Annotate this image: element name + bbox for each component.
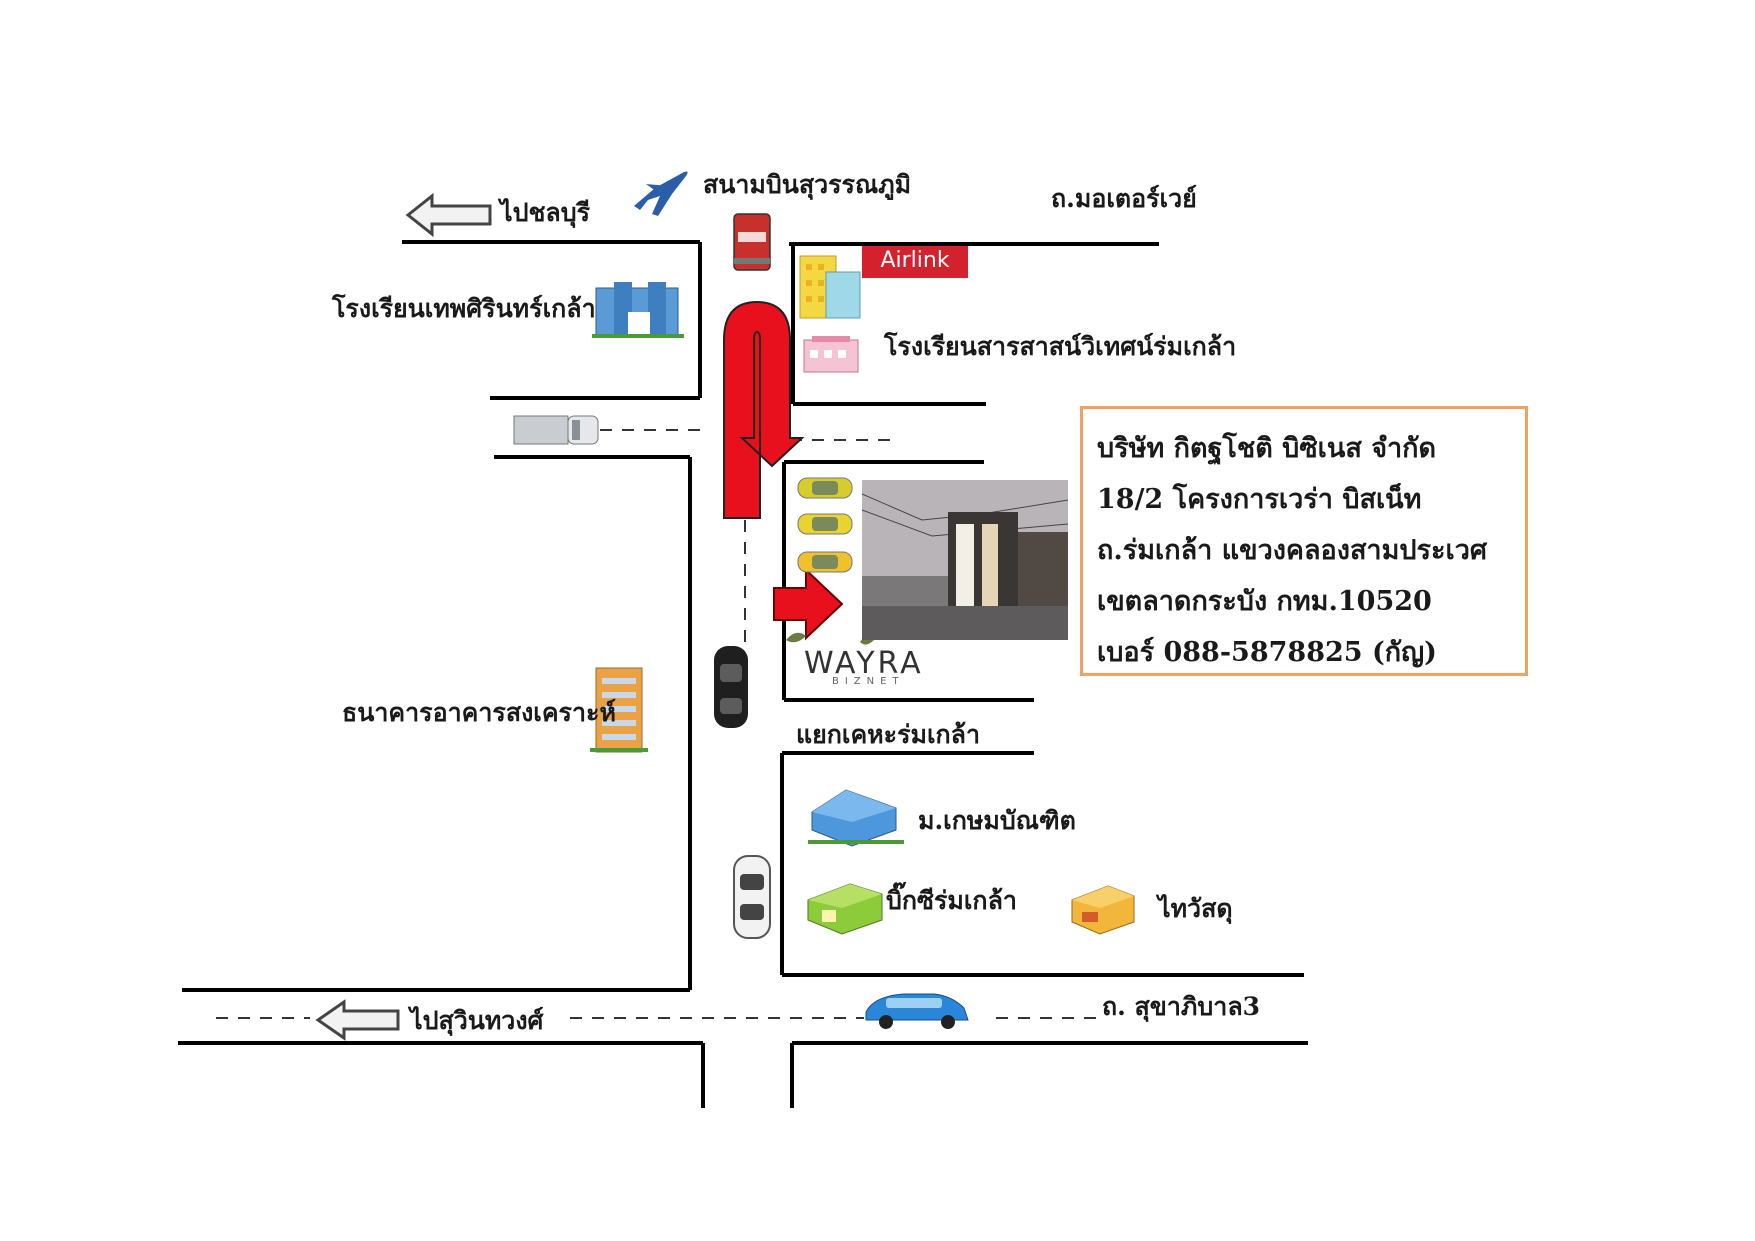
airlink-logo: Airlink: [862, 246, 968, 278]
label-motorway: ถ.มอเตอร์เวย์: [1051, 184, 1197, 213]
label-to-suwinthawong: ไปสุวินทวงศ์: [410, 1006, 544, 1035]
wayra-logo-icon: [786, 632, 874, 645]
car-icon: [865, 993, 969, 1029]
label-to-chonburi: ไปชลบุรี: [500, 198, 591, 227]
car-icon: [733, 855, 771, 939]
label-thai-watsadu: ไทวัสดุ: [1158, 894, 1233, 923]
wayra-logo-sub: BIZNET: [832, 676, 905, 687]
office-building-photo: [862, 480, 1068, 640]
store-icon: [1071, 885, 1135, 935]
building-icon: [808, 789, 904, 847]
company-phone: เบอร์ 088-5878825 (กัญ): [1097, 637, 1437, 668]
label-school-thepsirin: โรงเรียนเทพศิรินทร์เกล้า: [332, 294, 596, 323]
destination-arrow: [773, 567, 844, 641]
car-icon: [797, 513, 853, 535]
arrow-to-chonburi-icon: [405, 192, 492, 238]
road-lines: [178, 240, 1308, 1108]
arrow-to-suwinthawong-icon: [315, 999, 400, 1041]
company-info-box: บริษัท กิตฐโชติ บิซิเนส จำกัด 18/2 โครงก…: [1080, 406, 1528, 676]
company-address-2: ถ.ร่มเกล้า แขวงคลองสามประเวศ: [1097, 535, 1488, 566]
store-icon: [807, 883, 883, 935]
car-icon: [714, 646, 748, 728]
label-kasem-bundit: ม.เกษมบัณฑิต: [918, 806, 1076, 835]
label-airport: สนามบินสุวรรณภูมิ: [703, 170, 912, 199]
truck-icon: [513, 415, 599, 445]
building-icon: [799, 255, 861, 319]
route-u-turn-arrow: [723, 300, 805, 519]
label-school-sarasas: โรงเรียนสารสาสน์วิเทศน์ร่มเกล้า: [884, 332, 1237, 361]
company-name: บริษัท กิตฐโชติ บิซิเนส จำกัด: [1097, 433, 1437, 464]
airplane-icon: [634, 171, 688, 216]
label-bigc: บิ๊กซีร่มเกล้า: [886, 886, 1017, 915]
label-gh-bank: ธนาคารอาคารสงเคราะห์: [342, 698, 616, 727]
car-icon: [797, 477, 853, 499]
label-keha-junction: แยกเคหะร่มเกล้า: [796, 720, 981, 749]
truck-icon: [733, 213, 771, 271]
school-icon: [592, 282, 684, 338]
label-sukhaphiban3: ถ. สุขาภิบาล3: [1102, 992, 1261, 1021]
company-address-1: 18/2 โครงการเวร่า บิสเน็ท: [1097, 484, 1422, 515]
company-address-3: เขตลาดกระบัง กทม.10520: [1097, 586, 1432, 617]
building-icon: [590, 667, 648, 753]
school-icon: [803, 336, 859, 373]
car-icon: [797, 551, 853, 573]
wayra-logo: WAYRA: [804, 646, 924, 681]
